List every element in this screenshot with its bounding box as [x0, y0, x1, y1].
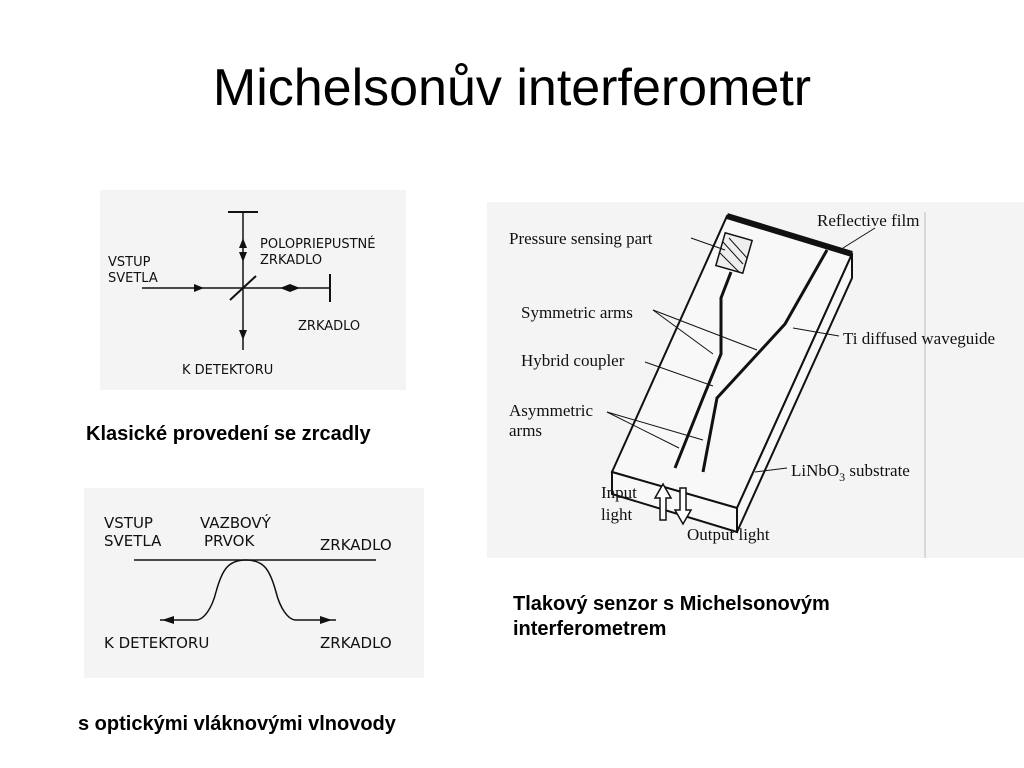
label-input-2: SVETLA [108, 271, 158, 286]
label-coupler-1: VAZBOVÝ [200, 513, 272, 532]
arrow-input [194, 284, 204, 292]
label-beamsplitter-1: POLOPRIEPUSTNÉ [260, 236, 376, 252]
label-fiber-input-2: SVETLA [104, 532, 162, 550]
label-coupler-2: PRVOK [204, 532, 255, 550]
caption-fiber: s optickými vláknovými vlnovody [78, 713, 396, 735]
output-light-arrow [673, 487, 693, 526]
label-pressure-sensing: Pressure sensing part [509, 229, 653, 248]
label-output-light: Output light [687, 525, 770, 544]
substrate-side [736, 253, 853, 533]
arrow-right-lower [320, 616, 332, 624]
fiber-interferometer-diagram: VSTUP SVETLA VAZBOVÝ PRVOK ZRKADLO ZRKAD… [84, 488, 424, 678]
label-beamsplitter-2: ZRKADLO [260, 253, 322, 268]
label-detector: K DETEKTORU [182, 363, 273, 378]
label-fiber-detector: K DETEKTORU [104, 634, 209, 652]
label-substrate: LiNbO3 substrate [791, 461, 910, 484]
waveguide-right [701, 249, 829, 473]
label-fiber-mirror-bottom: ZRKADLO [320, 634, 392, 652]
arrow-right [290, 284, 300, 292]
label-symmetric-arms: Symmetric arms [521, 303, 633, 322]
fiber-coupler-curve [195, 559, 297, 621]
mirror-interferometer-diagram: VSTUP SVETLA POLOPRIEPUSTNÉ ZRKADLO ZRKA… [100, 190, 406, 390]
caption-sensor-line1: Tlakový senzor s Michelsonovým [513, 593, 830, 615]
pressure-sensor-diagram: Pressure sensing part Reflective film Sy… [487, 202, 1024, 558]
caption-sensor: Tlakový senzor s Michelsonovým interfero… [513, 592, 830, 642]
caption-sensor-line2: interferometrem [513, 618, 667, 640]
label-input-light-2: light [601, 505, 632, 524]
label-ti-waveguide: Ti diffused waveguide [843, 329, 995, 348]
caption-mirrors: Klasické provedení se zrcadly [86, 423, 371, 445]
reflective-film [726, 213, 853, 257]
beam-splitter [229, 275, 257, 301]
label-fiber-mirror-top: ZRKADLO [320, 536, 392, 554]
label-reflective-film: Reflective film [817, 211, 919, 230]
slide-title: Michelsonův interferometr [212, 59, 812, 117]
label-asymmetric-1: Asymmetric [509, 401, 593, 420]
label-input-light-1: Input [601, 483, 637, 502]
label-input-1: VSTUP [108, 255, 151, 270]
arrow-down-1 [239, 252, 247, 262]
waveguide-cross [702, 353, 722, 399]
arrow-back [280, 284, 290, 292]
label-asymmetric-2: arms [509, 421, 542, 440]
input-light-arrow [653, 482, 673, 521]
arrow-up [239, 238, 247, 248]
label-mirror: ZRKADLO [298, 319, 360, 334]
label-fiber-input-1: VSTUP [104, 514, 153, 532]
arrow-left-lower [162, 616, 174, 624]
arrow-down-2 [239, 330, 247, 340]
label-hybrid-coupler: Hybrid coupler [521, 351, 625, 370]
pressure-sensing-pad [714, 231, 754, 275]
